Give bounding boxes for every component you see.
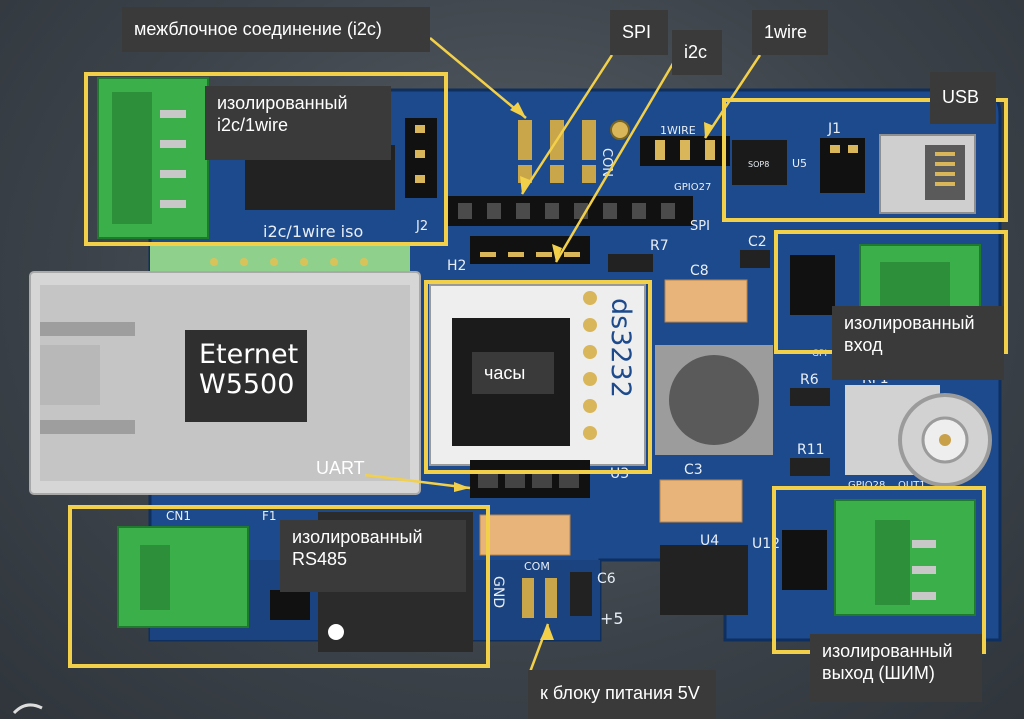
power-inductor xyxy=(655,345,773,455)
chip-u5 xyxy=(732,140,787,185)
silk-gpio28: GPIO28 xyxy=(848,480,885,491)
header-j1 xyxy=(820,138,865,193)
silk-plus5: +5 xyxy=(600,609,624,628)
optocoupler-input xyxy=(790,255,835,315)
optocoupler-output xyxy=(782,530,827,590)
silk-j1: J1 xyxy=(827,121,841,137)
silk-1wire: 1WIRE xyxy=(660,124,696,137)
silk-i2c-1wire-iso: i2c/1wire iso xyxy=(263,222,363,241)
label-interblock-i2c: межблочное соединение (i2c) xyxy=(122,7,430,52)
resistor-r7 xyxy=(608,254,653,272)
silk-ds3232: ds3232 xyxy=(605,298,636,398)
silk-com: COM xyxy=(524,560,550,573)
highlight-clock xyxy=(424,280,652,474)
silk-c2: C2 xyxy=(748,234,767,250)
capacitor-c8 xyxy=(664,279,748,323)
highlight-iso-i2c-1wire xyxy=(84,72,448,246)
silk-cn1: CN1 xyxy=(166,509,191,523)
usb-connector xyxy=(879,134,976,214)
label-1wire: 1wire xyxy=(752,10,828,55)
label-uart: UART xyxy=(316,458,365,478)
fuse-rs485 xyxy=(270,590,310,620)
connector-iso-rs485 xyxy=(117,526,249,628)
silk-con: CON xyxy=(599,148,614,177)
silk-r6: R6 xyxy=(800,372,819,388)
header-h2 xyxy=(470,236,590,264)
ethernet-pcb-green xyxy=(150,245,410,275)
label-clock: часы xyxy=(472,352,554,394)
capacitor-c3 xyxy=(659,479,743,523)
header-j2 xyxy=(405,118,437,198)
label-i2c: i2c xyxy=(672,30,722,75)
silk-gnd: GND xyxy=(490,576,506,608)
label-iso-output: изолированный выход (ШИМ) xyxy=(810,634,982,702)
connector-iso-output xyxy=(834,499,976,616)
ethernet-pins xyxy=(210,258,368,266)
silk-sop8: SOP8 xyxy=(748,160,769,169)
fuse-f1 xyxy=(479,514,571,556)
arrow-heads xyxy=(454,102,714,640)
rs485-module-dot xyxy=(328,624,344,640)
silk-u5: U5 xyxy=(792,157,807,170)
rf-connector-rf1 xyxy=(845,385,992,487)
header-1wire xyxy=(640,136,730,166)
label-spi: SPI xyxy=(610,10,668,55)
label-usb: USB xyxy=(930,72,996,124)
silk-out1: OUT1 xyxy=(898,480,926,491)
mount-hole-top xyxy=(610,120,630,140)
highlight-iso-output xyxy=(772,486,986,654)
silk-gpi: GPI xyxy=(812,349,827,359)
silk-j2: J2 xyxy=(415,219,428,234)
label-ethernet-w5500: Eternet W5500 xyxy=(185,330,307,422)
silk-f1: F1 xyxy=(262,509,277,523)
highlight-iso-rs485 xyxy=(68,505,490,668)
silk-r11: R11 xyxy=(797,442,825,458)
silk-gpio27: GPIO27 xyxy=(674,182,711,193)
resistor-r11 xyxy=(790,458,830,476)
silk-c8: C8 xyxy=(690,263,709,279)
label-iso-input: изолированный вход xyxy=(832,306,1004,380)
connector-iso-i2c xyxy=(97,77,209,239)
regulator-u4 xyxy=(660,545,748,615)
label-iso-rs485: изолированный RS485 xyxy=(280,520,466,592)
header-power xyxy=(522,578,557,618)
capacitor-c2 xyxy=(740,250,770,268)
silk-spi-tag: SPI xyxy=(690,219,710,234)
rotate-cursor-icon xyxy=(12,703,43,715)
resistor-r6 xyxy=(790,388,830,406)
header-interblock xyxy=(518,120,596,183)
label-iso-i2c-1wire: изолированный i2c/1wire xyxy=(205,86,391,160)
silk-h2: H2 xyxy=(447,258,466,274)
label-power-5v: к блоку питания 5V xyxy=(528,670,716,719)
silk-c6: C6 xyxy=(597,571,616,587)
silk-r7: R7 xyxy=(650,238,669,254)
highlight-usb-1wire xyxy=(722,98,1008,222)
silk-u4: U4 xyxy=(700,533,719,549)
header-uart xyxy=(470,460,590,498)
header-spi xyxy=(448,196,693,226)
silk-c3: C3 xyxy=(684,462,703,478)
capacitor-c6 xyxy=(570,572,592,616)
